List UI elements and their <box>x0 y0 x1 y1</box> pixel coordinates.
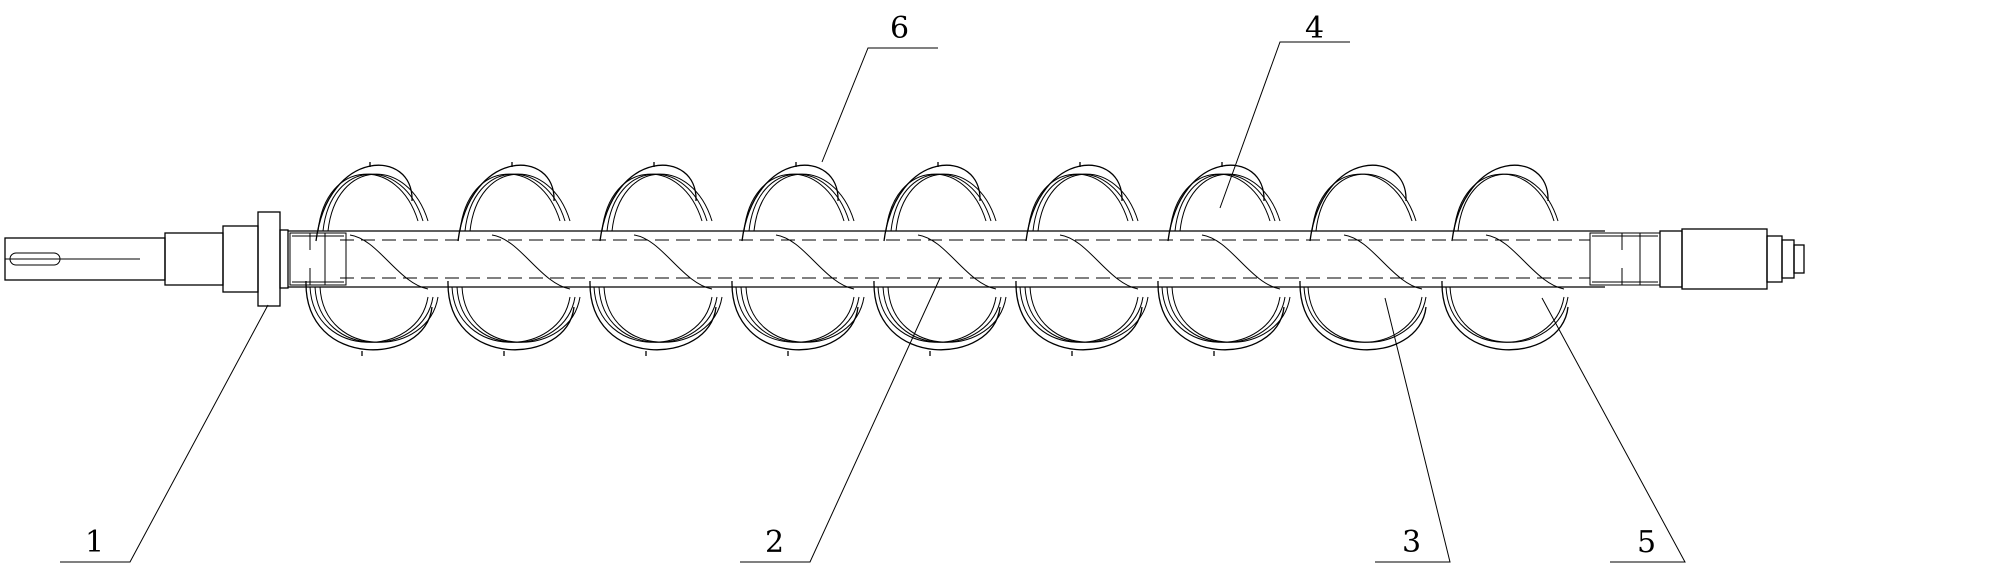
label-5: 5 <box>1637 525 1656 560</box>
flight-root <box>1015 280 1143 351</box>
flight-lower-arc <box>1024 286 1144 343</box>
flight-lower-arc <box>1307 286 1427 343</box>
flight-upper-arc <box>1453 173 1555 232</box>
label-3: 3 <box>1402 525 1421 560</box>
leader-4 <box>1219 41 1350 209</box>
flight-front-sweep <box>1343 234 1423 290</box>
flight-root <box>589 280 717 351</box>
flight-upper-arc <box>469 173 571 232</box>
flight-crest <box>883 164 981 242</box>
leader-lines <box>60 41 1686 563</box>
flight-crest <box>1309 164 1407 242</box>
flight-front-sweep <box>917 234 997 290</box>
flight-upper-arc <box>753 173 855 232</box>
flight-root <box>1441 280 1569 351</box>
leader-2 <box>740 277 941 563</box>
leader-3 <box>1375 297 1451 563</box>
flight-lower-arc <box>882 286 1002 343</box>
right-coupling <box>1589 232 1661 286</box>
flight-lower-arc <box>598 286 718 343</box>
flight-crest <box>741 164 839 242</box>
flight-crest <box>1025 164 1123 242</box>
flight-upper-arc <box>1311 173 1413 232</box>
flight-front-sweep <box>349 234 429 290</box>
label-2: 2 <box>765 525 784 560</box>
flight-lower-arc <box>456 286 576 343</box>
flight-crest <box>1451 164 1549 242</box>
flight-root <box>1157 280 1285 351</box>
flight-upper-arc <box>1457 173 1559 232</box>
flight-crest <box>457 164 555 242</box>
right-shaft-end <box>1659 228 1805 290</box>
flight-root <box>447 280 575 351</box>
part-labels: 1 2 3 4 5 6 <box>85 11 1656 560</box>
flight-lower-arc <box>1166 286 1286 343</box>
label-6: 6 <box>890 11 909 46</box>
flight-root <box>1299 280 1427 351</box>
leader-1 <box>60 304 269 563</box>
flight-upper-arc <box>1037 173 1139 232</box>
flight-front-sweep <box>1201 234 1281 290</box>
flight-front-sweep <box>1485 234 1565 290</box>
flight-lower-arc <box>314 286 434 343</box>
flight-lower-arc <box>1449 286 1569 343</box>
flight-crest <box>315 164 413 242</box>
flight-lower-arc <box>740 286 860 343</box>
label-4: 4 <box>1305 11 1324 46</box>
leader-5 <box>1541 297 1686 563</box>
conveyor-tube <box>288 230 1605 288</box>
left-shaft-end <box>4 211 289 307</box>
left-coupling <box>289 232 347 286</box>
label-1: 1 <box>85 525 104 560</box>
helical-flights <box>305 162 1569 356</box>
leader-6 <box>821 47 938 163</box>
flight-front-sweep <box>1059 234 1139 290</box>
flight-upper-arc <box>1179 173 1281 232</box>
flight-crest <box>1167 164 1265 242</box>
flight-root <box>305 280 433 351</box>
flight-upper-arc <box>895 173 997 232</box>
flight-crest <box>599 164 697 242</box>
flight-upper-arc <box>1315 173 1417 232</box>
flight-upper-arc <box>611 173 713 232</box>
flight-front-sweep <box>633 234 713 290</box>
flight-root <box>731 280 859 351</box>
flight-upper-arc <box>327 173 429 232</box>
flight-root <box>873 280 1001 351</box>
flight-front-sweep <box>491 234 571 290</box>
flight-front-sweep <box>775 234 855 290</box>
